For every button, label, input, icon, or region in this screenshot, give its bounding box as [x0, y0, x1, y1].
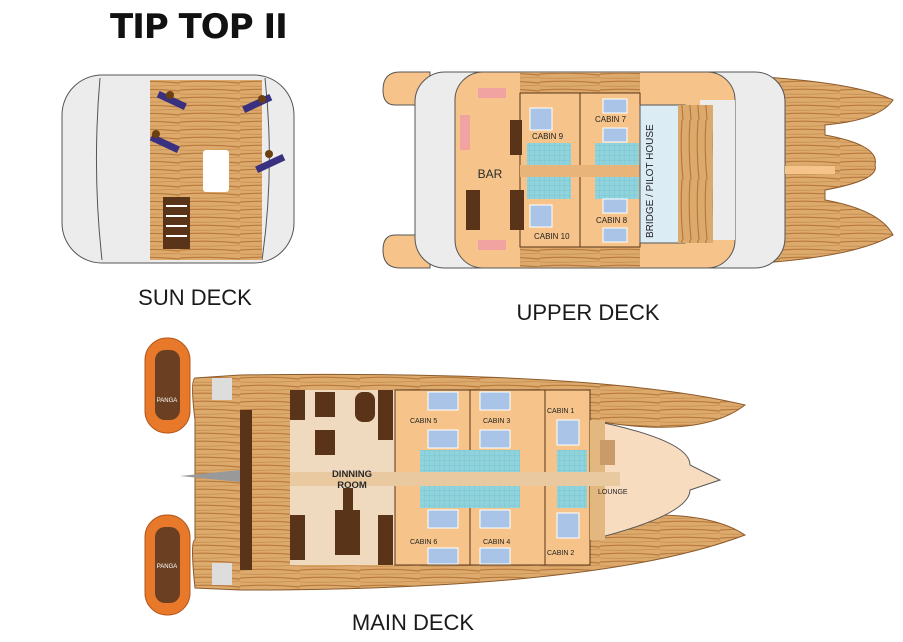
dining-table-icon [290, 390, 375, 555]
room-cabin-6: CABIN 6 [410, 539, 437, 546]
stairs-icon [290, 390, 393, 565]
bed-icon [427, 391, 580, 565]
room-cabin-8: CABIN 8 [596, 216, 628, 225]
boat-title: TIP TOP II [110, 7, 287, 47]
room-cabin-4: CABIN 4 [483, 539, 510, 546]
room-cabin-2: CABIN 2 [547, 550, 574, 557]
panga-label: PANGA [157, 398, 178, 404]
room-bar: BAR [478, 167, 503, 181]
stairs-icon [163, 197, 190, 249]
hatch [203, 150, 229, 192]
panga-label: PANGA [157, 564, 178, 570]
room-cabin-1: CABIN 1 [547, 408, 574, 415]
sun-deck [61, 74, 295, 264]
room-cabin-3: CABIN 3 [483, 418, 510, 425]
upper-deck-label: UPPER DECK [516, 300, 659, 325]
room-bridge: BRIDGE / PILOT HOUSE [645, 124, 656, 238]
bed-icon [529, 98, 628, 243]
main-deck-label: MAIN DECK [352, 610, 475, 635]
room-cabin-7: CABIN 7 [595, 115, 627, 124]
stairs-icon [466, 190, 524, 230]
bathroom [527, 143, 571, 165]
room-dining-line2: ROOM [337, 480, 367, 491]
main-deck [180, 373, 747, 591]
sun-lounger-icon [149, 90, 286, 173]
room-cabin-5: CABIN 5 [410, 418, 437, 425]
panga-boat-2 [144, 514, 191, 616]
bridge [639, 104, 686, 244]
panga-boat-1 [144, 337, 191, 434]
room-cabin-10: CABIN 10 [534, 232, 570, 241]
sun-deck-label: SUN DECK [138, 285, 252, 310]
room-dining-line1: DINNING [332, 469, 372, 480]
room-cabin-9: CABIN 9 [532, 132, 564, 141]
upper-deck [382, 71, 894, 269]
bathroom [420, 450, 587, 508]
room-lounge: LOUNGE [598, 489, 628, 496]
